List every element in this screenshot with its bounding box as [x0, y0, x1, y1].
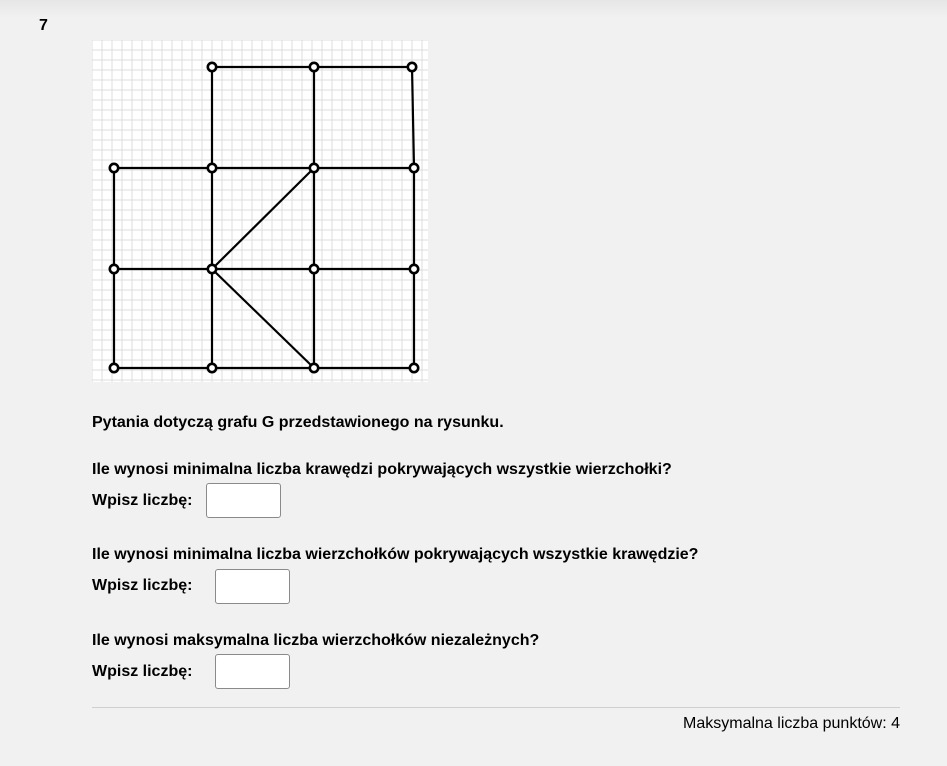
graph-vertex: [408, 162, 420, 174]
graph-vertex: [308, 162, 320, 174]
divider: [92, 707, 900, 708]
top-shade: [0, 0, 947, 18]
question-2-prompt: Wpisz liczbę:: [92, 577, 193, 594]
graph-edges: [112, 65, 416, 370]
graph-vertex: [206, 162, 218, 174]
question-2-text: Ile wynosi minimalna liczba wierzchołków…: [92, 546, 699, 563]
graph-edge: [210, 166, 316, 271]
graph-vertex: [108, 162, 120, 174]
graph-vertex: [206, 362, 218, 374]
graph-vertex: [308, 263, 320, 275]
graph-vertex: [108, 263, 120, 275]
answer-3-input[interactable]: [215, 654, 290, 689]
graph-vertex: [308, 362, 320, 374]
max-points-label: Maksymalna liczba punktów: 4: [683, 715, 900, 732]
graph-vertex: [406, 61, 418, 73]
question-1-text: Ile wynosi minimalna liczba krawędzi pok…: [92, 461, 672, 478]
graph-vertex: [108, 362, 120, 374]
graph-vertex: [308, 61, 320, 73]
graph-figure: [92, 40, 428, 382]
question-1-prompt: Wpisz liczbę:: [92, 492, 193, 509]
graph-edge: [410, 65, 416, 170]
graph-edge: [210, 267, 316, 370]
graph-drawing: [92, 40, 428, 382]
question-3-prompt: Wpisz liczbę:: [92, 663, 193, 680]
graph-vertex: [206, 263, 218, 275]
graph-vertices: [108, 61, 420, 374]
question-3-text: Ile wynosi maksymalna liczba wierzchołkó…: [92, 632, 540, 649]
answer-1-input[interactable]: [206, 483, 281, 518]
graph-vertex: [408, 362, 420, 374]
graph-vertex: [206, 61, 218, 73]
grid-paper: [92, 40, 428, 382]
question-intro: Pytania dotyczą grafu G przedstawionego …: [92, 414, 504, 431]
question-number: 7: [39, 17, 48, 34]
graph-vertex: [408, 263, 420, 275]
answer-2-input[interactable]: [215, 569, 290, 604]
